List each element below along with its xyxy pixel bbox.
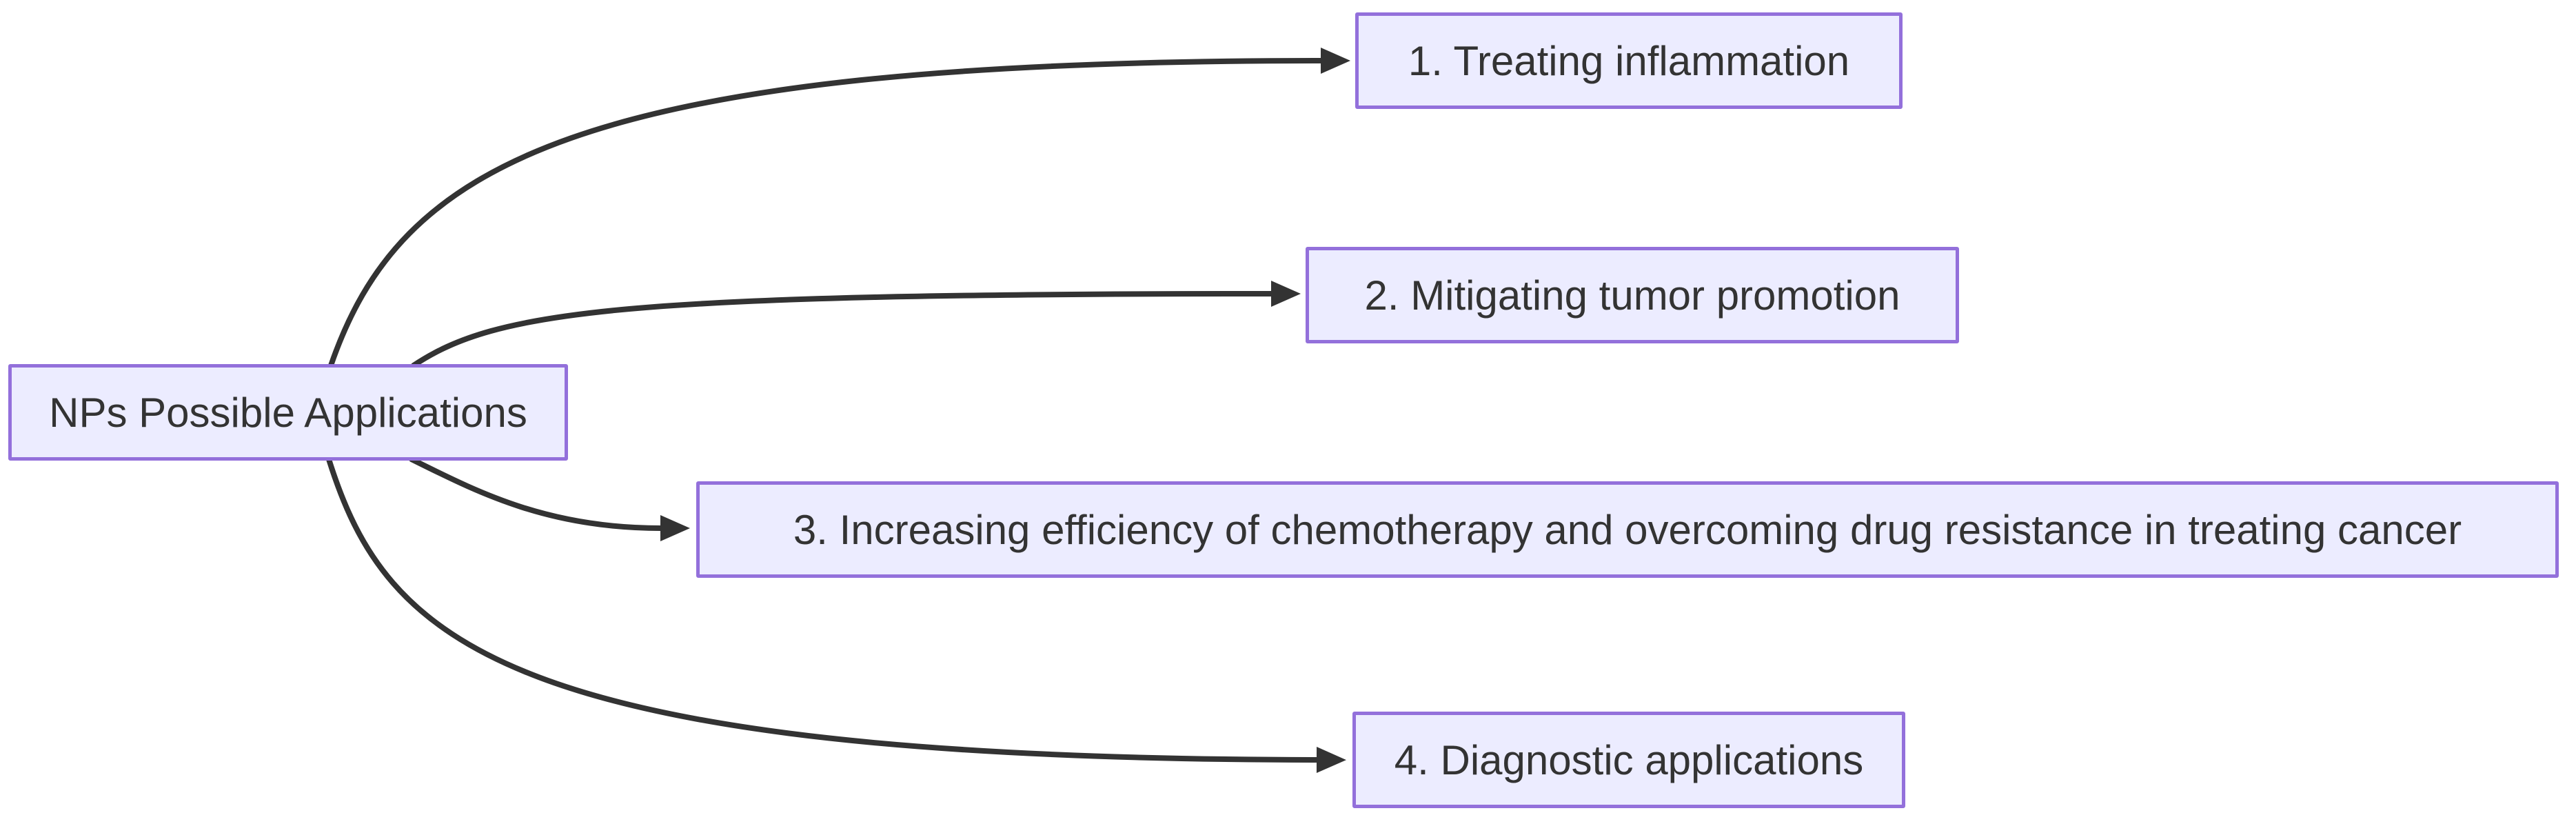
edge-root-to-app1	[328, 48, 1350, 368]
edge-root-to-app3	[409, 456, 690, 541]
node-app1-label: 1. Treating inflammation	[1408, 37, 1850, 84]
node-app1: 1. Treating inflammation	[1355, 12, 1903, 109]
node-root-label: NPs Possible Applications	[49, 389, 527, 436]
node-app2-label: 2. Mitigating tumor promotion	[1364, 272, 1900, 319]
node-app4-label: 4. Diagnostic applications	[1394, 736, 1864, 783]
node-root: NPs Possible Applications	[8, 364, 568, 461]
node-app2: 2. Mitigating tumor promotion	[1306, 247, 1959, 343]
node-app3-label: 3. Increasing efficiency of chemotherapy…	[793, 506, 2462, 553]
edge-root-to-app2	[411, 281, 1301, 368]
node-app3: 3. Increasing efficiency of chemotherapy…	[696, 481, 2559, 578]
node-app4: 4. Diagnostic applications	[1352, 712, 1905, 808]
edge-root-to-app4	[326, 456, 1346, 773]
